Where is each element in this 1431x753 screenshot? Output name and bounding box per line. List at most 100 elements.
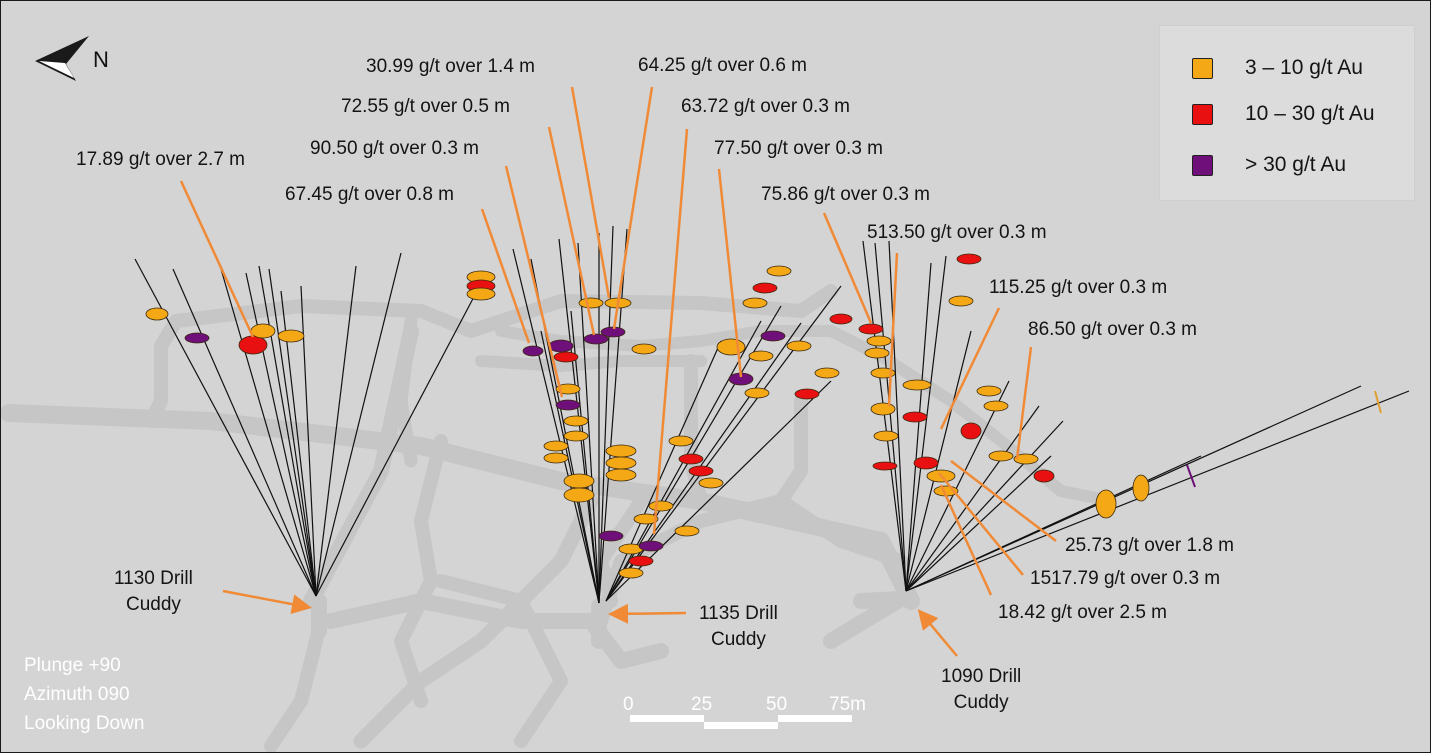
- leader-line: [939, 307, 1001, 430]
- intercept-disc: [1013, 453, 1039, 465]
- intercept-tick: [1374, 390, 1382, 414]
- intercept-disc: [277, 329, 305, 343]
- intercept-disc: [870, 367, 896, 379]
- intercept-disc: [1095, 489, 1117, 519]
- leader-line: [822, 212, 873, 324]
- leader-line: [1015, 346, 1033, 460]
- intercept-label: 513.50 g/t over 0.3 m: [867, 222, 1047, 243]
- azimuth-text: Azimuth 090: [24, 684, 130, 705]
- drift-west-upper: [154, 284, 838, 353]
- drift-central: [594, 494, 908, 628]
- intercept-label: 63.72 g/t over 0.3 m: [681, 96, 850, 117]
- decline-west2: [264, 614, 328, 752]
- legend-item: 10 – 30 g/t Au: [1192, 102, 1375, 126]
- leader-line: [717, 168, 743, 378]
- intercept-disc: [976, 385, 1002, 397]
- intercept-disc: [548, 339, 574, 353]
- legend-label: > 30 g/t Au: [1245, 153, 1347, 176]
- intercept-disc: [716, 338, 746, 356]
- drill-holes: [134, 225, 1410, 604]
- intercept-disc: [628, 555, 654, 567]
- drift-mid-vertical: [394, 314, 418, 468]
- intercept-disc: [748, 350, 774, 362]
- cuddy-line: 1090 Drill: [941, 666, 1022, 687]
- decline-mid: [323, 593, 669, 669]
- view-orientation-note: Plunge +90 Azimuth 090 Looking Down: [24, 651, 144, 738]
- intercept-disc: [873, 430, 899, 442]
- intercept-label: 72.55 g/t over 0.5 m: [341, 96, 510, 117]
- cuddy-label-1130: 1130 Drill Cuddy: [114, 566, 193, 618]
- intercept-disc: [742, 297, 768, 309]
- scale-tick-label: 25: [691, 694, 713, 715]
- intercept-disc: [814, 367, 840, 379]
- drift-1090: [823, 591, 909, 649]
- intercept-label: 90.50 g/t over 0.3 m: [310, 138, 479, 159]
- intercept-disc: [1033, 469, 1055, 483]
- intercept-disc: [870, 402, 896, 416]
- intercept-disc: [553, 351, 579, 363]
- intercept-disc: [744, 387, 770, 399]
- decline-south: [353, 493, 599, 749]
- intercept-disc: [238, 335, 268, 355]
- intercept-label: 115.25 g/t over 0.3 m: [989, 277, 1168, 298]
- intercept-disc: [605, 468, 637, 482]
- leader-line: [939, 484, 993, 596]
- leader-line: [547, 126, 596, 336]
- intercept-label: 30.99 g/t over 1.4 m: [366, 56, 535, 77]
- intercept-disc: [960, 422, 982, 440]
- legend-item: > 30 g/t Au: [1192, 153, 1346, 177]
- cuddy-arrow: [608, 603, 687, 624]
- intercept-disc: [605, 456, 637, 470]
- intercept-disc: [618, 567, 644, 579]
- intercept-disc: [184, 332, 210, 344]
- legend-item: 3 – 10 g/t Au: [1192, 56, 1363, 80]
- intercept-disc: [786, 340, 812, 352]
- drift-east-spur2: [774, 394, 808, 508]
- intercept-disc: [766, 265, 792, 277]
- swatch-icon: [1192, 154, 1213, 176]
- intercept-disc: [674, 525, 700, 537]
- intercept-disc: [752, 282, 778, 294]
- swatch-icon: [1192, 57, 1213, 79]
- leader-line: [570, 86, 611, 299]
- north-arrow-icon: [35, 36, 89, 81]
- cuddy-arrow: [917, 609, 958, 657]
- intercept-disc: [668, 435, 694, 447]
- intercept-label: 18.42 g/t over 2.5 m: [998, 602, 1167, 623]
- scale-tick-label: 0: [623, 694, 634, 715]
- intercept-label: 75.86 g/t over 0.3 m: [761, 184, 930, 205]
- legend-label: 3 – 10 g/t Au: [1245, 56, 1363, 79]
- intercept-disc: [600, 326, 626, 338]
- cuddy-line: Cuddy: [953, 692, 1009, 713]
- intercept-disc: [522, 345, 544, 357]
- cuddy-label-1135: 1135 Drill Cuddy: [699, 601, 778, 653]
- cuddy-line: Cuddy: [125, 594, 181, 615]
- intercept-disc: [858, 323, 884, 335]
- cuddy-label-1090: 1090 Drill Cuddy: [941, 664, 1021, 716]
- intercept-disc: [563, 430, 589, 442]
- intercept-disc: [983, 400, 1009, 412]
- intercept-disc: [988, 450, 1014, 462]
- intercept-label: 17.89 g/t over 2.7 m: [76, 149, 245, 170]
- intercept-disc: [563, 415, 589, 427]
- leader-line: [938, 472, 1024, 576]
- cuddy-line: 1130 Drill: [114, 568, 193, 589]
- intercept-disc: [466, 287, 496, 301]
- intercept-disc: [956, 253, 982, 265]
- intercept-disc: [543, 440, 569, 452]
- intercept-disc: [145, 307, 169, 321]
- looking-text: Looking Down: [24, 713, 145, 734]
- intercept-disc: [648, 500, 674, 512]
- intercept-disc: [1132, 474, 1150, 502]
- intercept-disc: [864, 347, 890, 359]
- scale-bar: [630, 715, 852, 729]
- cuddy-line: Cuddy: [710, 629, 766, 650]
- intercept-disc: [555, 383, 581, 395]
- decline-west: [303, 323, 419, 609]
- drift-loop-west: [394, 434, 448, 708]
- drift-upper-branch: [475, 355, 707, 372]
- intercept-disc: [605, 444, 637, 458]
- cuddy-arrow: [222, 589, 312, 615]
- intercept-disc: [638, 540, 664, 552]
